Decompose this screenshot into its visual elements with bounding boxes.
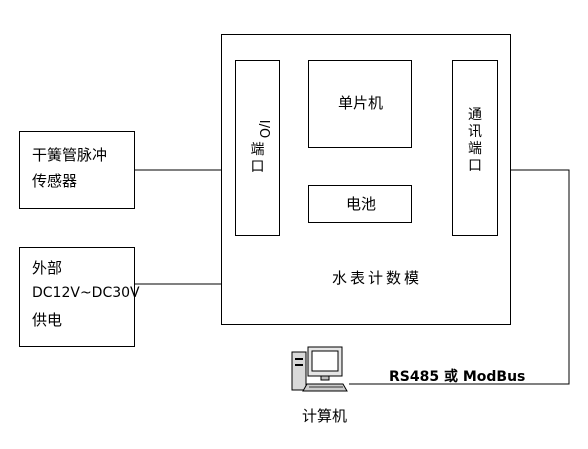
power-label-line3: 供电 bbox=[32, 311, 63, 329]
battery-label: 电池 bbox=[346, 195, 377, 213]
mcu-label: 单片机 bbox=[338, 94, 384, 112]
mcu-box: 单片机 bbox=[308, 60, 412, 148]
io-port-label: I/O 端 口 bbox=[236, 114, 279, 176]
comm-port-label-char4: 口 bbox=[468, 158, 482, 174]
io-port-label-char2: 口 bbox=[250, 159, 265, 175]
io-port-box: I/O 端 口 bbox=[235, 60, 280, 236]
comm-port-label-char1: 通 bbox=[468, 107, 482, 123]
io-port-label-io: I/O bbox=[256, 119, 272, 139]
power-label-line1: 外部 bbox=[32, 259, 63, 277]
comm-port-box: 通 讯 端 口 bbox=[452, 60, 498, 236]
water-meter-module: I/O 端 口 单片机 电池 通 讯 端 口 水表计数模 bbox=[221, 34, 511, 325]
comm-to-computer-line bbox=[349, 169, 570, 385]
module-title: 水表计数模 bbox=[332, 269, 423, 287]
sensor-label-line2: 传感器 bbox=[32, 172, 78, 190]
comm-port-label: 通 讯 端 口 bbox=[453, 107, 497, 175]
power-supply-box: 外部 DC12V~DC30V 供电 bbox=[19, 247, 140, 347]
computer-icon bbox=[291, 346, 348, 392]
sensor-box: 干簧管脉冲 传感器 bbox=[19, 131, 135, 209]
comm-port-label-char3: 端 bbox=[468, 141, 482, 157]
comm-port-label-char2: 讯 bbox=[468, 124, 482, 140]
battery-box: 电池 bbox=[308, 185, 412, 223]
io-port-label-char1: 端 bbox=[250, 142, 265, 158]
computer-label: 计算机 bbox=[302, 407, 348, 425]
link-label: RS485 或 ModBus bbox=[389, 369, 526, 385]
power-label-line2: DC12V~DC30V bbox=[32, 285, 140, 301]
sensor-label-line1: 干簧管脉冲 bbox=[32, 146, 108, 164]
